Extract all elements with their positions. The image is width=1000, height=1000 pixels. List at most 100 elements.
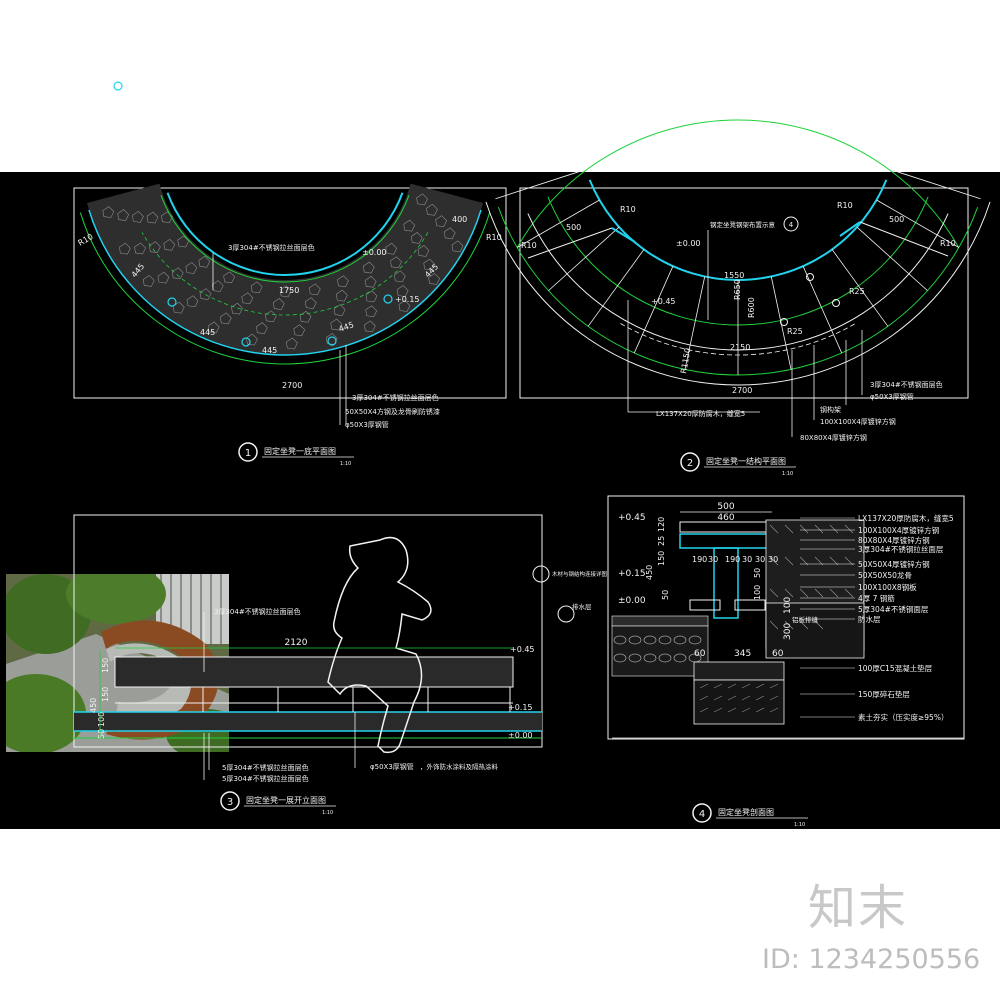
plan2-note-4: 钢构架 bbox=[820, 405, 841, 414]
s4-stone-hatch bbox=[741, 683, 751, 689]
stone-cell bbox=[403, 219, 416, 232]
s4-dim-21: 300 bbox=[783, 623, 793, 640]
plan2-dim-10: R600 bbox=[747, 297, 756, 318]
s4-dim-9: 30 bbox=[755, 555, 765, 564]
s4-dim-13: 25 bbox=[657, 536, 666, 546]
plan1-mid-line bbox=[141, 232, 429, 316]
s4-stone-hatch bbox=[699, 695, 709, 701]
s4-soil-hatch bbox=[784, 524, 794, 534]
plan2-batten bbox=[684, 276, 706, 370]
stone-cell bbox=[231, 302, 243, 315]
s4-dim-2: +0.45 bbox=[618, 513, 646, 523]
stone-cell bbox=[385, 242, 398, 255]
s4-soil-hatch bbox=[769, 620, 779, 630]
s4-stone-hatch bbox=[755, 695, 765, 701]
elev3-note-2: 5厚304#不锈钢拉丝面层色 bbox=[222, 774, 309, 783]
plan1-outer-edge bbox=[88, 209, 482, 356]
stone-cell bbox=[279, 285, 292, 298]
elev3-note-4: ，外饰防水涂料及隔热涂料 bbox=[420, 762, 499, 771]
stone-cell bbox=[186, 295, 199, 308]
s4-note-6: 100X100X8钢板 bbox=[858, 582, 917, 592]
stone-cell bbox=[426, 203, 438, 216]
s4-dim-19: 345 bbox=[734, 649, 751, 659]
plan2-post bbox=[780, 318, 788, 326]
s4-concrete bbox=[693, 661, 785, 681]
stone-cell bbox=[198, 255, 211, 268]
stone-cell bbox=[171, 267, 184, 280]
stone-cell bbox=[451, 240, 464, 253]
elev3-dim-8: ±0.00 bbox=[508, 731, 533, 740]
plan2-batten bbox=[856, 226, 928, 291]
plan1-note-1: 3厚304#不锈钢拉丝面层色 bbox=[352, 393, 439, 402]
plan1-paving bbox=[86, 183, 484, 355]
s4-stone-hatch bbox=[713, 707, 723, 713]
stone-cell bbox=[365, 290, 378, 303]
plan1-dim-2: R10 bbox=[486, 233, 502, 242]
s4-stone-hatch bbox=[727, 707, 737, 713]
view-title-3: 固定坐凳一展开立面图 bbox=[246, 795, 326, 805]
stone-cell bbox=[299, 310, 312, 323]
s4-soil-hatch bbox=[769, 524, 779, 534]
stone-cell bbox=[286, 337, 298, 350]
plan2-dim-5: R10 bbox=[940, 239, 956, 248]
stone-cell bbox=[362, 261, 375, 274]
elev3-group bbox=[74, 656, 542, 731]
plan1-note-0: 3厚304#不锈钢拉丝面层色 bbox=[228, 243, 315, 252]
stone-cell bbox=[335, 289, 348, 302]
plan2-batten bbox=[802, 266, 843, 354]
stone-cell bbox=[398, 300, 411, 312]
s4-soil-hatch bbox=[769, 588, 779, 598]
stone-cell bbox=[223, 271, 235, 284]
stone-cell bbox=[134, 242, 146, 255]
stone-cell bbox=[132, 211, 144, 223]
elev3-dim-7: 100 bbox=[97, 712, 106, 727]
s4-soil-hatch bbox=[829, 556, 839, 566]
s4-gravel-block bbox=[765, 602, 865, 659]
plan1-inner-line bbox=[160, 194, 410, 283]
s4-soil-hatch bbox=[784, 620, 794, 630]
elev3-dim-4: 150 bbox=[101, 687, 110, 702]
section4-frame bbox=[607, 495, 965, 740]
plan2-end-right-edge bbox=[839, 221, 861, 237]
s4-soil-hatch bbox=[799, 556, 809, 566]
plan2-dim-3: R10 bbox=[837, 201, 853, 210]
s4-stone-hatch bbox=[769, 683, 779, 689]
stone-cell bbox=[177, 235, 190, 248]
stone-cell bbox=[199, 288, 212, 300]
s4-gravel-stone bbox=[688, 635, 702, 645]
s4-soil-hatch bbox=[829, 588, 839, 598]
stone-cell bbox=[417, 245, 430, 257]
plan2-end-right bbox=[859, 221, 949, 257]
section4-group bbox=[611, 519, 865, 725]
plan2-inner-edge bbox=[588, 179, 888, 281]
s4-stone-hatch bbox=[741, 707, 751, 713]
s4-dim-12: 150 bbox=[657, 551, 666, 566]
stone-cell bbox=[390, 256, 402, 269]
s4-note-4: 50X50X4厚镀锌方钢 bbox=[858, 559, 930, 569]
s4-soil-hatch bbox=[799, 524, 809, 534]
stone-cell bbox=[304, 297, 317, 309]
plan2-batten bbox=[495, 169, 586, 200]
plan2-arc-b bbox=[485, 201, 991, 386]
s4-note-0: LX137X20厚防腐木，缝宽5 bbox=[858, 513, 954, 523]
s4-gravel-stone bbox=[673, 653, 687, 663]
seated-person-figure bbox=[327, 536, 432, 754]
plan1-dim-3: ±0.00 bbox=[362, 248, 387, 257]
plan1-dim-8: 445 bbox=[262, 346, 277, 355]
view-title-circle-2 bbox=[680, 452, 700, 472]
s4-dim-4: ±0.00 bbox=[618, 596, 646, 606]
plan1-dim-11: 2700 bbox=[282, 381, 302, 390]
stone-cell bbox=[293, 324, 306, 337]
s4-top-slat bbox=[679, 521, 773, 533]
plan2-outer-line bbox=[516, 119, 960, 248]
s4-stone-hatch bbox=[713, 695, 723, 701]
s4-soil-hatch bbox=[814, 588, 824, 598]
s4-soil-hatch bbox=[799, 588, 809, 598]
stone-cell bbox=[394, 270, 406, 283]
view-title-2: 固定坐凳一结构平面图 bbox=[706, 456, 786, 466]
post-circle bbox=[383, 294, 393, 304]
stone-cell bbox=[443, 227, 456, 240]
stone-cell bbox=[172, 301, 185, 314]
s4-stone-hatch bbox=[755, 683, 765, 689]
plan2-batten bbox=[516, 199, 600, 248]
